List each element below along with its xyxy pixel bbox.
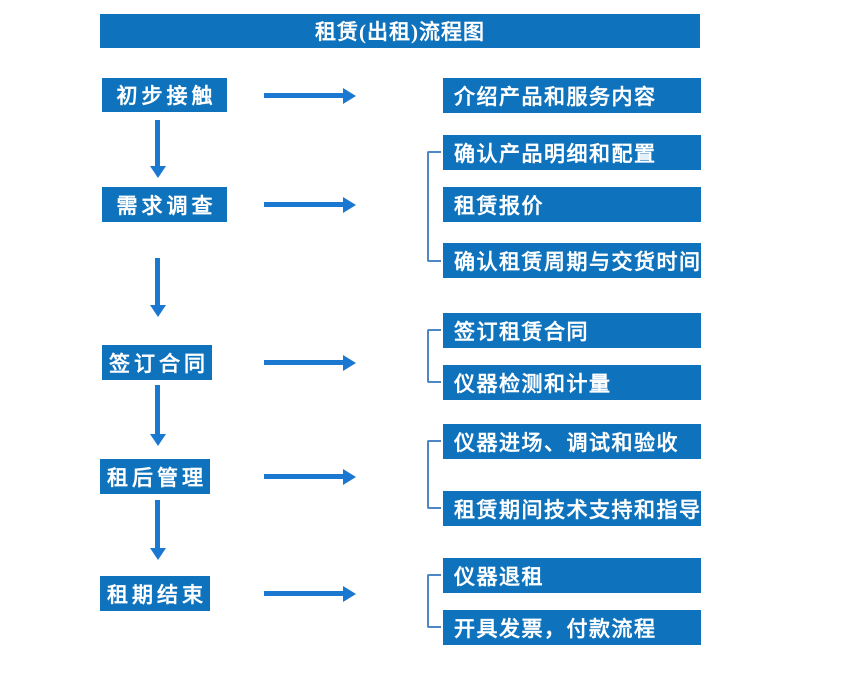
arrow-right-icon bbox=[264, 202, 343, 207]
detail-box-confirm-product-config: 确认产品明细和配置 bbox=[443, 135, 701, 170]
bracket-connector bbox=[427, 151, 441, 262]
bracket-connector bbox=[427, 574, 441, 628]
arrow-down-icon bbox=[155, 258, 160, 305]
detail-box-instrument-entry-acceptance: 仪器进场、调试和验收 bbox=[443, 424, 701, 459]
stage-box-rental-end: 租期结束 bbox=[100, 576, 210, 611]
detail-box-confirm-period-delivery: 确认租赁周期与交货时间 bbox=[443, 243, 701, 278]
detail-box-intro-products: 介绍产品和服务内容 bbox=[443, 78, 701, 113]
stage-box-initial-contact: 初步接触 bbox=[102, 78, 227, 112]
flowchart-title: 租赁(出租)流程图 bbox=[100, 14, 700, 48]
arrow-down-icon bbox=[155, 120, 160, 166]
stage-box-post-rental-management: 租后管理 bbox=[100, 459, 210, 494]
bracket-connector bbox=[427, 329, 441, 383]
arrow-down-icon bbox=[155, 385, 160, 434]
arrow-right-icon bbox=[264, 360, 343, 365]
stage-box-sign-contract: 签订合同 bbox=[102, 345, 212, 380]
bracket-connector bbox=[427, 440, 441, 509]
detail-box-instrument-inspection: 仪器检测和计量 bbox=[443, 365, 701, 400]
arrow-right-icon bbox=[264, 93, 343, 98]
detail-box-sign-rental-contract: 签订租赁合同 bbox=[443, 313, 701, 348]
detail-box-rental-quote: 租赁报价 bbox=[443, 187, 701, 222]
arrow-right-icon bbox=[264, 474, 343, 479]
detail-box-instrument-return: 仪器退租 bbox=[443, 558, 701, 593]
detail-box-invoice-payment: 开具发票，付款流程 bbox=[443, 610, 701, 645]
arrow-right-icon bbox=[264, 591, 343, 596]
detail-box-tech-support: 租赁期间技术支持和指导 bbox=[443, 491, 701, 526]
arrow-down-icon bbox=[155, 500, 160, 548]
stage-box-demand-survey: 需求调查 bbox=[102, 187, 227, 222]
